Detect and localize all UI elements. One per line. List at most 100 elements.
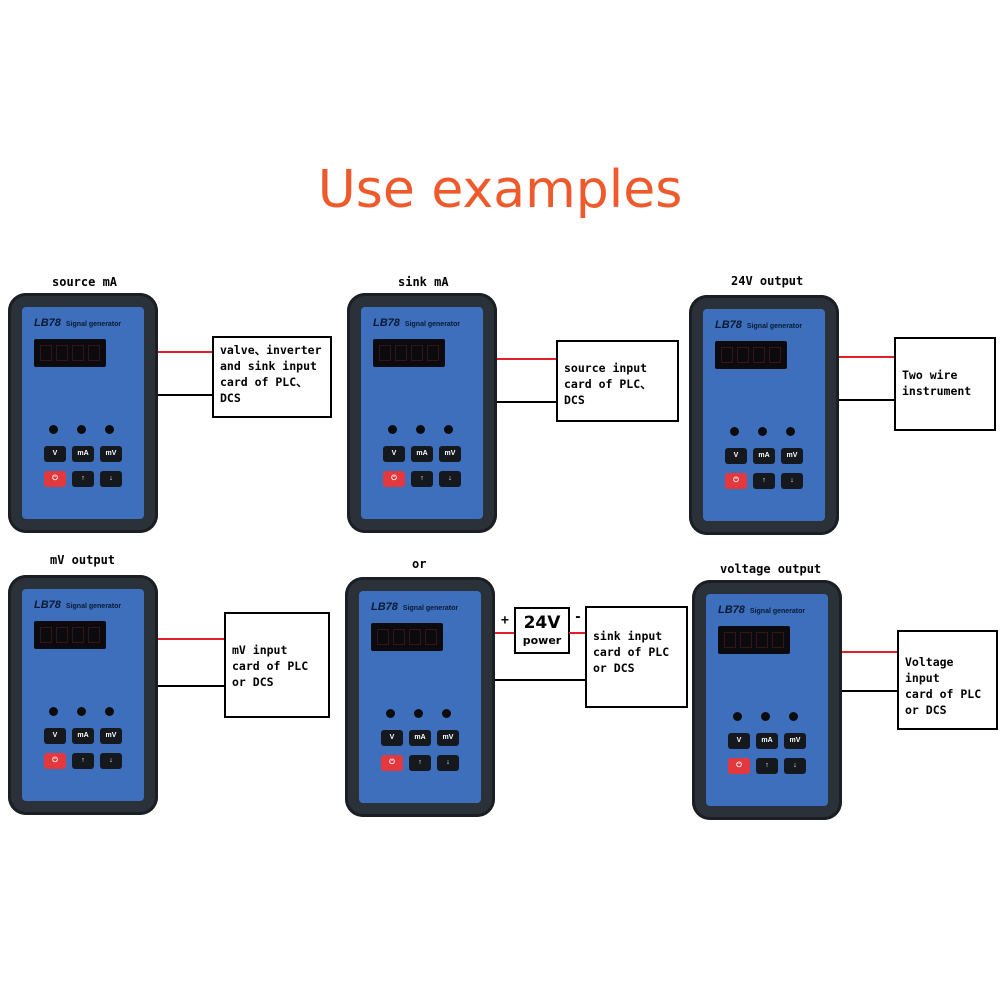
led-indicator xyxy=(105,707,114,716)
panel-label-source-ma: source mA xyxy=(52,275,118,289)
led-indicator xyxy=(444,425,453,434)
connection-box-mv-output: mV input card of PLC or DCS xyxy=(224,612,330,718)
led-indicator xyxy=(414,709,423,718)
black-wire xyxy=(842,690,898,692)
panel-label-mv-output: mV output xyxy=(50,553,116,567)
led-indicator xyxy=(386,709,395,718)
down-arrow-key-icon: ↓ xyxy=(100,753,122,769)
power-key-icon: ⏻ xyxy=(725,473,747,489)
device-display xyxy=(371,623,443,651)
connection-box-sink-ma: source input card of PLC、DCS xyxy=(556,340,679,422)
led-indicator xyxy=(105,425,114,434)
power-key-icon: ⏻ xyxy=(44,753,66,769)
down-arrow-key-icon: ↓ xyxy=(437,755,459,771)
led-indicator xyxy=(416,425,425,434)
black-wire xyxy=(158,394,213,396)
ma-key: mA xyxy=(753,448,775,464)
black-wire xyxy=(497,401,557,403)
v-key: V xyxy=(44,446,66,462)
led-indicator xyxy=(77,707,86,716)
device-display xyxy=(34,339,106,367)
v-key: V xyxy=(728,733,750,749)
led-indicator xyxy=(442,709,451,718)
v-key: V xyxy=(381,730,403,746)
power-key-icon: ⏻ xyxy=(44,471,66,487)
panel-label-voltage-output: voltage output xyxy=(720,562,822,576)
led-indicator xyxy=(758,427,767,436)
mv-key: mV xyxy=(439,446,461,462)
connection-box-source-ma: valve、inverter and sink input card of PL… xyxy=(212,336,332,418)
up-arrow-key-icon: ↑ xyxy=(409,755,431,771)
panel-label-sink-ma: sink mA xyxy=(398,275,449,289)
connection-box-or: sink input card of PLC or DCS xyxy=(585,606,688,708)
v-key: V xyxy=(383,446,405,462)
24v-power-box: 24V power xyxy=(514,607,570,654)
led-indicator xyxy=(49,707,58,716)
mv-key: mV xyxy=(784,733,806,749)
led-indicator xyxy=(789,712,798,721)
connection-box-voltage-output: Voltage input card of PLC or DCS xyxy=(897,630,998,730)
led-indicator xyxy=(733,712,742,721)
mv-key: mV xyxy=(100,728,122,744)
ma-key: mA xyxy=(409,730,431,746)
black-wire xyxy=(839,399,895,401)
mv-key: mV xyxy=(781,448,803,464)
down-arrow-key-icon: ↓ xyxy=(439,471,461,487)
power-label: power xyxy=(522,634,562,647)
red-wire xyxy=(497,358,557,360)
power-voltage: 24V xyxy=(523,613,561,633)
red-wire xyxy=(158,638,225,640)
power-key-icon: ⏻ xyxy=(383,471,405,487)
red-wire xyxy=(569,632,587,634)
plus-terminal: + xyxy=(501,613,509,628)
up-arrow-key-icon: ↑ xyxy=(753,473,775,489)
red-wire xyxy=(842,651,898,653)
device-display xyxy=(373,339,445,367)
led-indicator xyxy=(388,425,397,434)
red-wire xyxy=(495,632,515,634)
red-wire xyxy=(158,351,213,353)
page-title: Use examples xyxy=(317,160,683,220)
led-indicator xyxy=(786,427,795,436)
led-indicator xyxy=(761,712,770,721)
ma-key: mA xyxy=(756,733,778,749)
down-arrow-key-icon: ↓ xyxy=(781,473,803,489)
minus-terminal: - xyxy=(574,610,582,625)
led-indicator xyxy=(730,427,739,436)
panel-label-24v-output: 24V output xyxy=(731,274,804,288)
device-display xyxy=(715,341,787,369)
ma-key: mA xyxy=(72,446,94,462)
panel-label-or: or xyxy=(412,557,427,571)
up-arrow-key-icon: ↑ xyxy=(756,758,778,774)
mv-key: mV xyxy=(437,730,459,746)
red-wire xyxy=(839,356,895,358)
device-display xyxy=(34,621,106,649)
power-key-icon: ⏻ xyxy=(728,758,750,774)
v-key: V xyxy=(725,448,747,464)
ma-key: mA xyxy=(72,728,94,744)
down-arrow-key-icon: ↓ xyxy=(100,471,122,487)
up-arrow-key-icon: ↑ xyxy=(72,471,94,487)
black-wire xyxy=(158,685,225,687)
device-display xyxy=(718,626,790,654)
led-indicator xyxy=(49,425,58,434)
black-wire xyxy=(495,679,587,681)
led-indicator xyxy=(77,425,86,434)
mv-key: mV xyxy=(100,446,122,462)
